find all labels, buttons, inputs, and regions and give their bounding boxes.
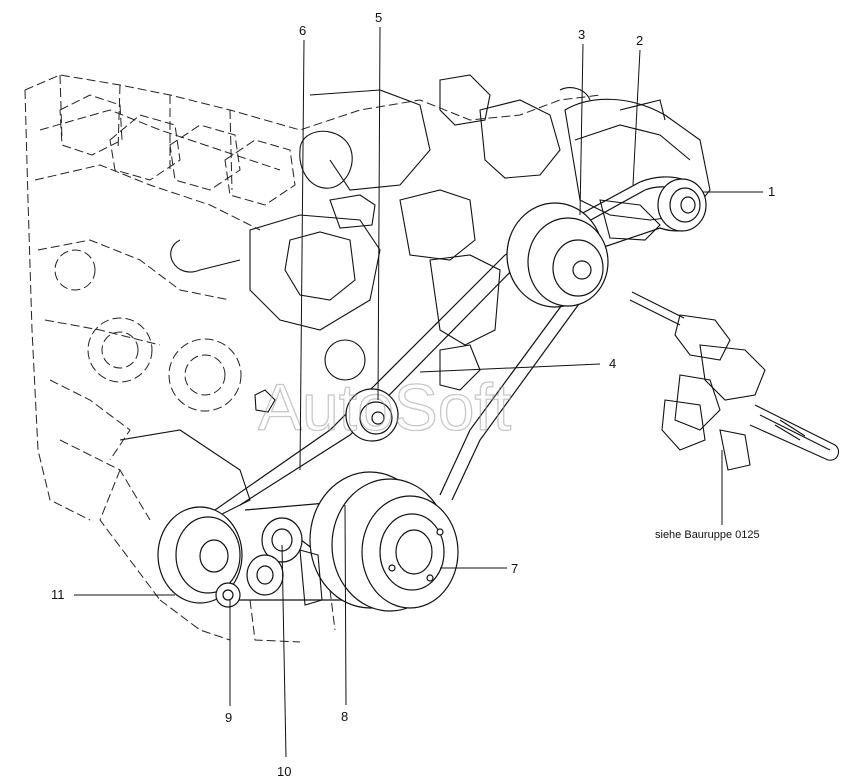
callout-10: 10 [277, 764, 291, 779]
pulley-3 [506, 202, 609, 308]
pulley-10 [246, 517, 323, 606]
callout-11: 11 [51, 587, 65, 602]
callout-6: 6 [299, 23, 306, 38]
callout-8: 8 [341, 709, 348, 724]
intake-parts [170, 74, 561, 413]
watermark-text: AutoSoft [258, 370, 511, 444]
pulley-11 [119, 429, 251, 604]
pulley-5 [345, 388, 399, 442]
callout-7: 7 [511, 561, 518, 576]
pulley-7 [309, 471, 459, 612]
leader-lines [74, 26, 763, 758]
pulley-9 [215, 582, 241, 608]
callout-4: 4 [609, 356, 616, 371]
engine-block-outline [24, 74, 601, 643]
callout-2: 2 [636, 33, 643, 48]
callout-5: 5 [375, 10, 382, 25]
callout-3: 3 [578, 27, 585, 42]
reference-note: siehe Bauruppe 0125 [655, 529, 760, 541]
callout-1: 1 [768, 184, 775, 199]
fuel-line-fitting-detail [629, 291, 840, 471]
callout-9: 9 [225, 710, 232, 725]
pulley-1 [657, 178, 707, 232]
callout-labels: 1 2 3 4 5 6 7 8 9 10 11 siehe Bauruppe 0… [51, 10, 775, 779]
